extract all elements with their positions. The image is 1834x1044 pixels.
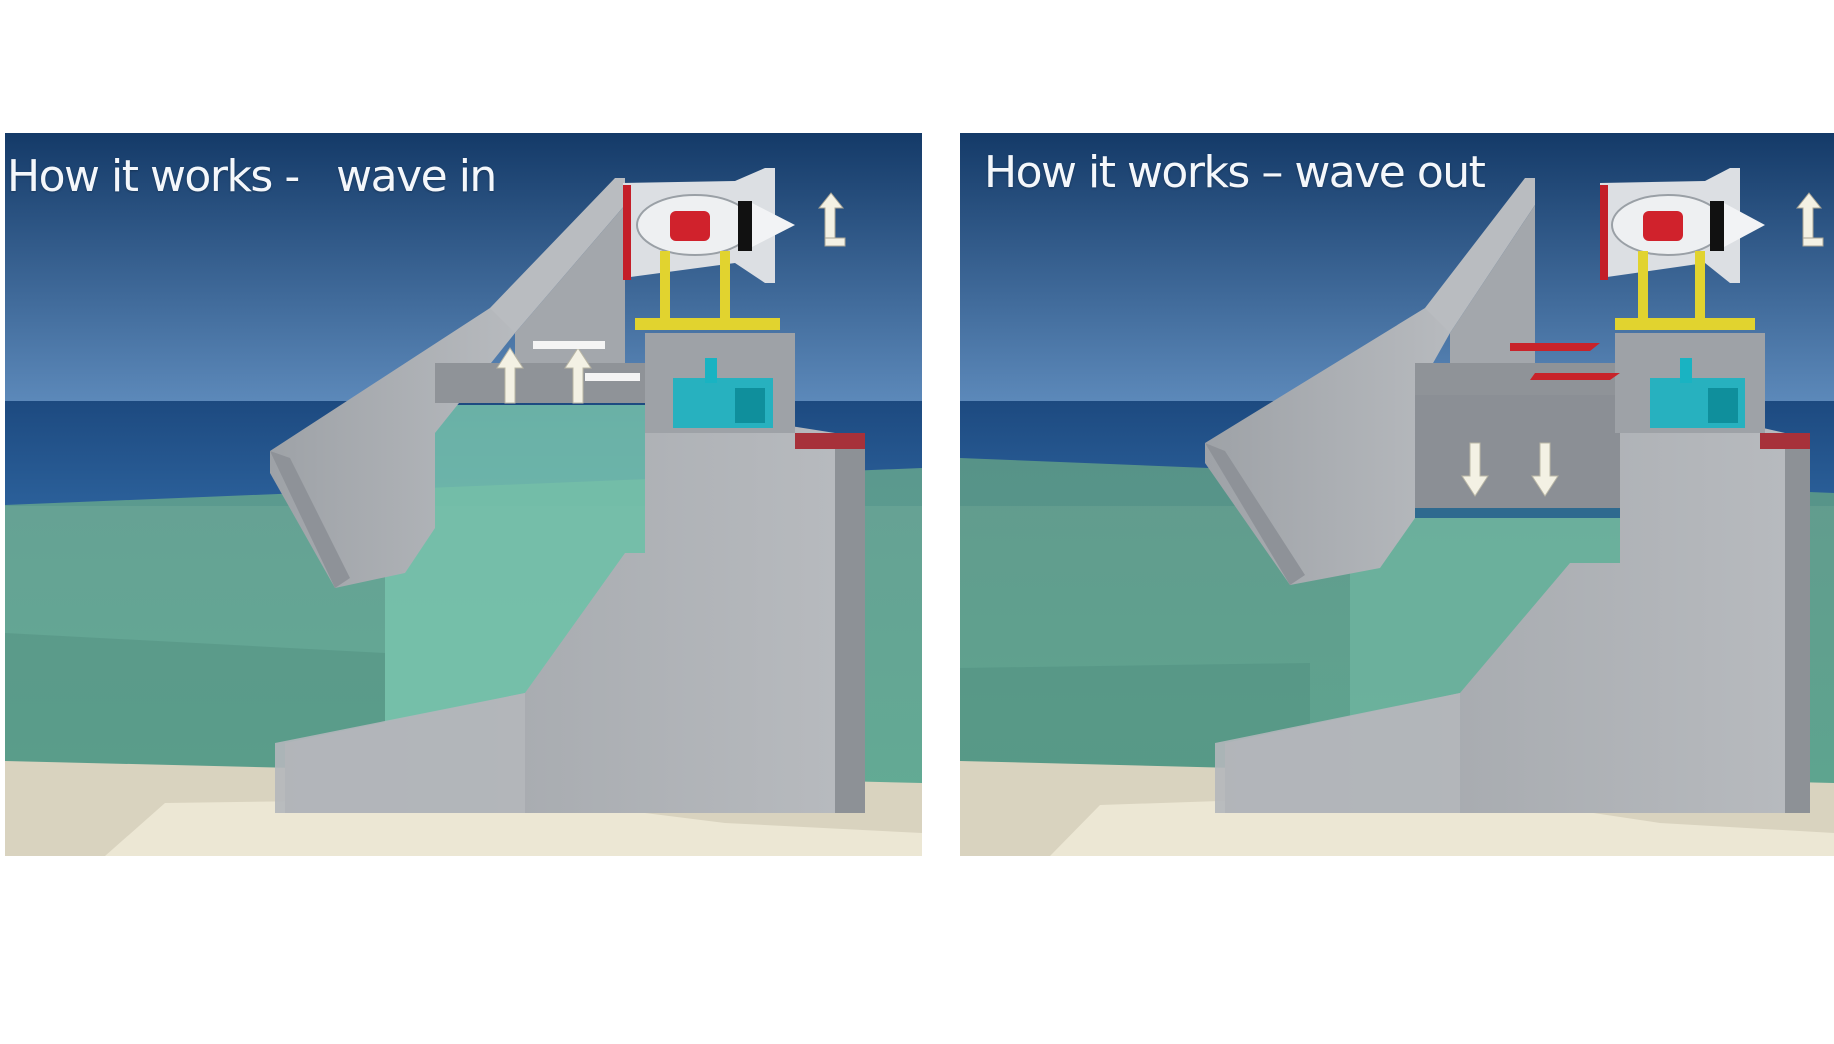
- back-wall: [1225, 395, 1785, 813]
- wells-turbine: [623, 168, 795, 283]
- support-frame: [635, 251, 780, 330]
- arrow-down-icon: [1461, 442, 1489, 497]
- arrow-up-icon: [564, 347, 592, 404]
- wave-out-illustration: [960, 133, 1834, 856]
- panel-wave-out: How it works – wave out: [960, 133, 1834, 856]
- arrow-down-icon: [1531, 442, 1559, 497]
- panel-title-wave-in: How it works - wave in: [7, 151, 497, 202]
- generator-red: [670, 211, 710, 241]
- airflow-cycle-icon: [817, 192, 846, 247]
- flap-red: [1530, 373, 1620, 380]
- panel-title-wave-out: How it works – wave out: [984, 147, 1486, 198]
- arrow-up-icon: [496, 347, 524, 404]
- back-wall: [285, 403, 835, 813]
- wave-in-illustration: [5, 133, 922, 856]
- airflow-cycle-icon: [1795, 192, 1824, 247]
- flap-red: [1510, 343, 1600, 351]
- oscillating-water-column-chamber: [270, 178, 865, 813]
- generator-set: [673, 358, 773, 428]
- generator-red: [1643, 211, 1683, 241]
- generator-set: [1650, 358, 1745, 428]
- panel-wave-in: How it works - wave in: [5, 133, 922, 856]
- support-frame: [1615, 251, 1755, 330]
